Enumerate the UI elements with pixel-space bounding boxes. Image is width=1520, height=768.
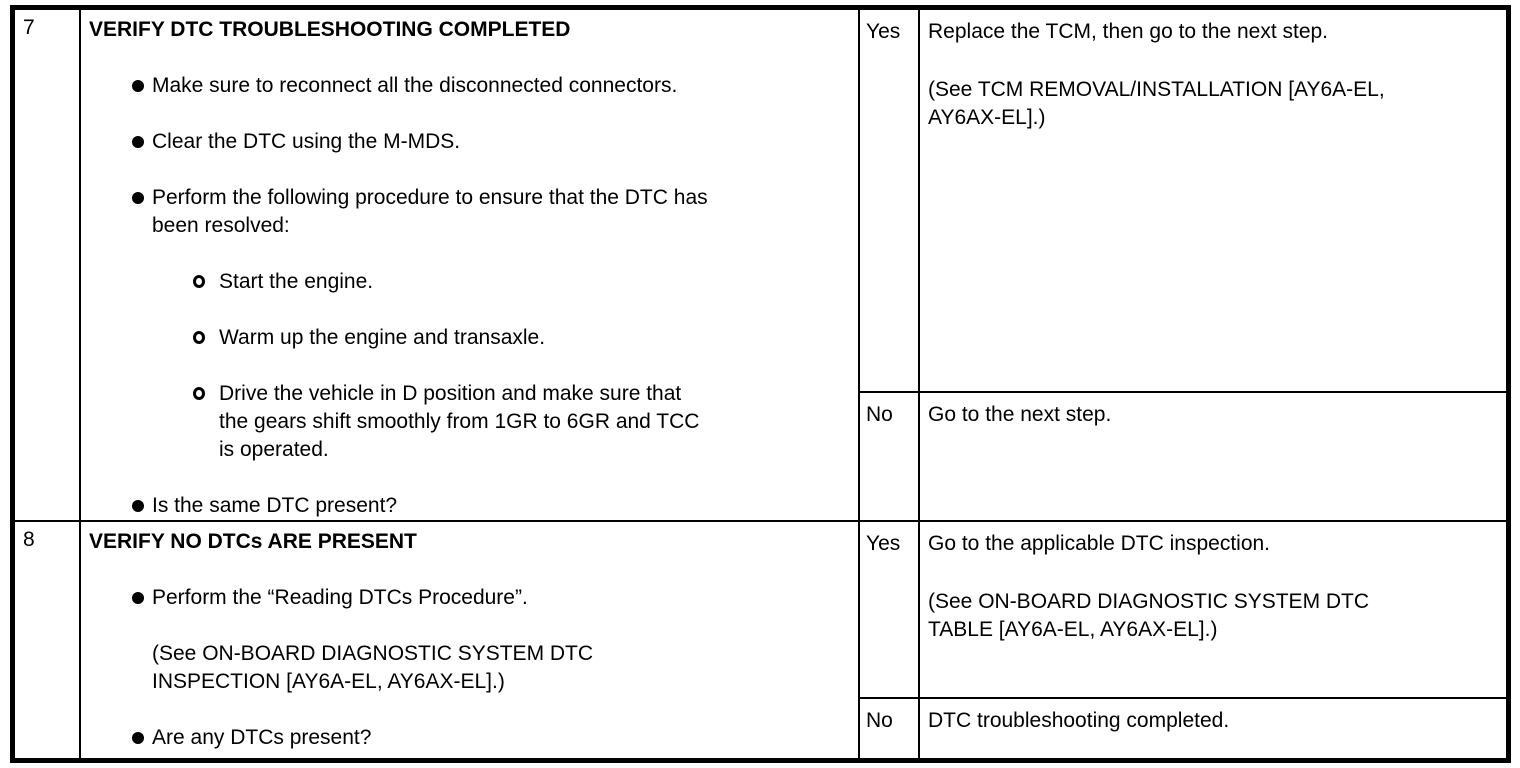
action-item: Is the same DTC present? [89, 492, 848, 520]
step-8-yes-result-cell: Go to the applicable DTC inspection. (Se… [920, 522, 1506, 699]
bullet-icon [132, 592, 144, 604]
step-7-yes-cell: Yes [860, 10, 920, 393]
step-7-no-result-cell: Go to the next step. [920, 393, 1506, 522]
action-reference-note: (See ON-BOARD DIAGNOSTIC SYSTEM DTC INSP… [89, 640, 848, 696]
result-reference: (See TCM REMOVAL/INSTALLATION [AY6A-EL, … [928, 78, 1385, 129]
action-sub-item: Drive the vehicle in D position and make… [89, 380, 848, 464]
action-item-text: Drive the vehicle in D position and make… [219, 382, 700, 461]
bullet-icon [132, 80, 144, 92]
step-8-no-result-cell: DTC troubleshooting completed. [920, 699, 1506, 758]
action-item-text: Perform the following procedure to ensur… [152, 186, 708, 237]
action-title: VERIFY NO DTCs ARE PRESENT [89, 530, 417, 553]
action-item-text: Are any DTCs present? [152, 726, 372, 749]
step-7-number-cell: 7 [15, 10, 81, 522]
action-item: Are any DTCs present? [89, 724, 848, 752]
result-paragraph: DTC troubleshooting completed. [928, 709, 1230, 732]
action-item-text: (See ON-BOARD DIAGNOSTIC SYSTEM DTC INSP… [152, 642, 594, 693]
result-paragraph: Replace the TCM, then go to the next ste… [928, 20, 1329, 43]
action-title: VERIFY DTC TROUBLESHOOTING COMPLETED [89, 18, 571, 41]
bullet-icon [132, 732, 144, 744]
result-paragraph: Go to the next step. [928, 403, 1112, 426]
circle-bullet-icon [193, 275, 205, 288]
step-number: 7 [23, 16, 35, 39]
step-8-number-cell: 8 [15, 522, 81, 758]
result-reference: (See ON-BOARD DIAGNOSTIC SYSTEM DTC TABL… [928, 590, 1370, 641]
step-7-action-cell: VERIFY DTC TROUBLESHOOTING COMPLETED Mak… [81, 10, 860, 522]
bullet-icon [132, 192, 144, 204]
answer-label: Yes [866, 20, 901, 43]
action-item-text: Warm up the engine and transaxle. [219, 326, 546, 349]
action-item: Make sure to reconnect all the disconnec… [89, 72, 848, 100]
action-item-text: Perform the “Reading DTCs Procedure”. [152, 586, 528, 609]
action-sub-item: Start the engine. [89, 268, 848, 296]
step-7-no-cell: No [860, 393, 920, 522]
bullet-icon [132, 500, 144, 512]
action-item: Perform the following procedure to ensur… [89, 184, 848, 240]
troubleshooting-table: 7 VERIFY DTC TROUBLESHOOTING COMPLETED M… [10, 5, 1511, 763]
step-8-action-cell: VERIFY NO DTCs ARE PRESENT Perform the “… [81, 522, 860, 758]
bullet-icon [132, 136, 144, 148]
circle-bullet-icon [193, 387, 205, 400]
action-item-text: Start the engine. [219, 270, 374, 293]
action-item-text: Clear the DTC using the M-MDS. [152, 130, 461, 153]
step-number: 8 [23, 528, 35, 551]
step-8-yes-cell: Yes [860, 522, 920, 699]
action-item: Clear the DTC using the M-MDS. [89, 128, 848, 156]
step-8-no-cell: No [860, 699, 920, 758]
action-item-text: Make sure to reconnect all the disconnec… [152, 74, 678, 97]
action-item-text: Is the same DTC present? [152, 494, 398, 517]
answer-label: No [866, 709, 893, 732]
answer-label: No [866, 403, 893, 426]
answer-label: Yes [866, 532, 901, 555]
action-item: Perform the “Reading DTCs Procedure”. [89, 584, 848, 612]
result-paragraph: Go to the applicable DTC inspection. [928, 532, 1271, 555]
step-7-yes-result-cell: Replace the TCM, then go to the next ste… [920, 10, 1506, 393]
circle-bullet-icon [193, 331, 205, 344]
action-sub-item: Warm up the engine and transaxle. [89, 324, 848, 352]
